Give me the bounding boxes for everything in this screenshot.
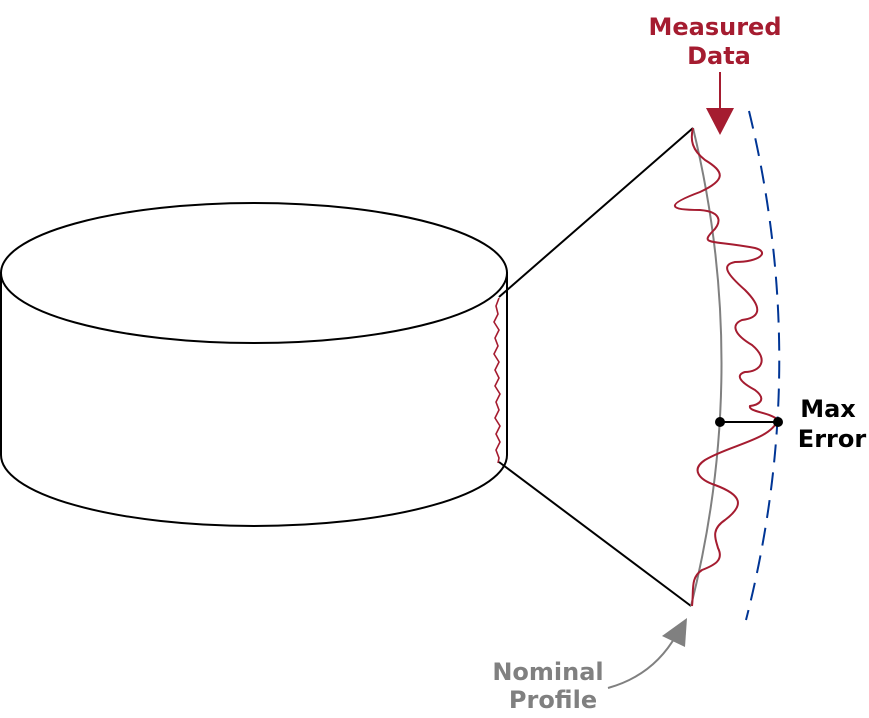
upper-projection-line (498, 127, 694, 298)
nominal-profile-label-line2: Profile (509, 686, 597, 714)
cylinder-top-face (0, 202, 508, 344)
cylinder-bottom-edge (0, 454, 508, 527)
tolerance-boundary-arc (745, 110, 781, 621)
nominal-arrow-shaft (607, 631, 679, 689)
measured-data-label-line1: Measured (648, 13, 781, 41)
max-error-label-line1: Max (800, 395, 856, 423)
nominal-profile-label-line1: Nominal (492, 658, 603, 686)
max-error-label-line2: Error (798, 425, 867, 453)
measured-data-label-line2: Data (687, 42, 751, 70)
max-error-measured-point (773, 417, 783, 427)
nominal-profile-arc (690, 127, 723, 607)
nominal-profile-callout: Nominal Profile (492, 618, 687, 714)
measured-arrow-head-icon (706, 108, 734, 135)
max-error-nominal-point (715, 417, 725, 427)
measured-profile-curve (674, 127, 780, 607)
cylinder (0, 202, 508, 527)
max-error-marker (715, 417, 783, 427)
measured-trace-on-part (493, 297, 501, 464)
nominal-arrow-head-icon (662, 618, 687, 647)
measured-data-callout: Measured Data (648, 13, 782, 135)
lower-projection-line (498, 461, 692, 607)
magnification-lines (498, 127, 694, 607)
max-error-callout: Max Error (798, 395, 867, 453)
